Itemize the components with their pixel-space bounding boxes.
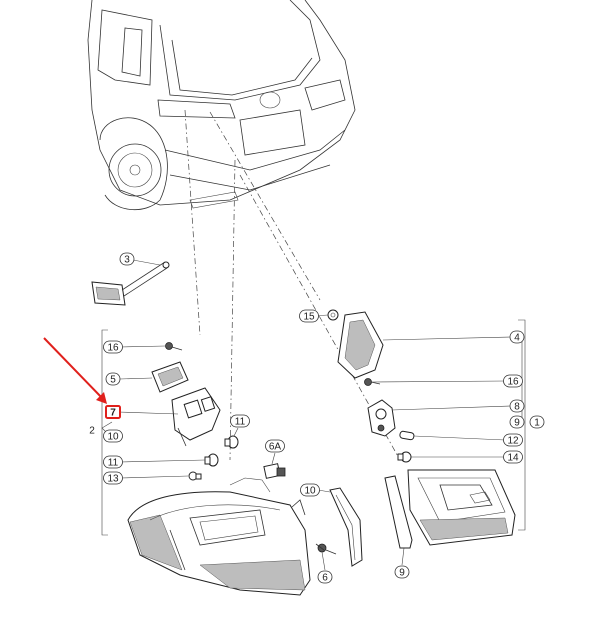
callout-12: 12 [503,433,523,447]
callout-9: 9 [394,565,410,579]
group-bracket-right [518,319,526,531]
tail-light-left-assembly [127,477,311,596]
callout-9: 9 [509,415,525,429]
vehicle-rear-illustration [87,0,356,211]
part-7-bulb-holder [171,387,221,447]
tail-light-right-assembly [407,469,516,546]
part-15-nut [327,309,339,321]
callout-box [394,565,410,579]
callout-box [509,415,525,429]
callout-15: 15 [299,309,319,323]
callout-text: 3 [124,255,130,266]
callout-box [503,450,523,464]
callout-text: 8 [514,402,520,413]
callout-box [105,372,121,386]
callout-10: 10 [300,483,320,497]
callout-box [299,309,319,323]
callout-box [105,405,121,419]
part-11-bulb-upper [224,435,239,449]
callout-text: 10 [304,486,316,497]
part-5-gasket [151,361,189,393]
callout-text: 4 [514,333,520,344]
part-11-bulb-lower [204,453,219,467]
callout-box [509,399,525,413]
callout-labels: 3 15 16 4 5 16 7 2 10 11 8 9 1 12 6A 11 14 13 10 6 9 [89,252,545,584]
callout-11: 11 [103,455,123,469]
callout-4: 4 [509,330,525,344]
callout-1: 1 [529,415,545,429]
callout-box [503,433,523,447]
callout-10: 10 [103,429,123,443]
part-10-lens-trim [329,487,363,567]
callout-text: 16 [107,343,119,354]
part-9-trim-strip [384,475,413,549]
part-4-gasket [337,311,384,379]
group-bracket-left [101,329,108,536]
callout-text: 16 [507,377,519,388]
callout-2: 2 [89,426,95,437]
callout-text: 9 [399,568,405,579]
callout-text: 9 [514,418,520,429]
callout-box [103,471,123,485]
callout-13: 13 [103,471,123,485]
callout-box [503,374,523,388]
callout-14: 14 [503,450,523,464]
callout-text: 7 [110,408,116,419]
part-3-bracket [91,261,170,306]
red-pointer-arrow [43,337,107,404]
callout-5: 5 [105,372,121,386]
callout-text: 14 [507,453,519,464]
callout-box [230,414,250,428]
callout-text: 6A [269,442,282,453]
callout-6: 6 [317,570,333,584]
part-8-bulb-holder [367,399,396,437]
callout-box [265,439,285,453]
part-12-bulb [399,430,415,441]
callout-text: 11 [235,417,246,428]
callout-16: 16 [103,340,123,354]
callout-6A: 6A [265,439,285,453]
part-16-bolt-right [364,378,381,386]
callout-text: 1 [534,418,540,429]
callout-box [300,483,320,497]
callout-box [529,415,545,429]
callout-box [119,252,135,266]
callout-text: 11 [108,458,119,469]
callout-8: 8 [509,399,525,413]
callout-16: 16 [503,374,523,388]
part-13-bulb [188,471,202,481]
part-14-bulb [397,451,412,463]
callout-box [103,429,123,443]
callout-text: 12 [507,436,519,447]
part-16-bolt [165,342,183,351]
callout-box [103,340,123,354]
callout-box [103,455,123,469]
leader-line [229,159,236,461]
part-6-screw [315,543,337,555]
callout-box [317,570,333,584]
callout-text: 5 [110,375,116,386]
callout-text: 6 [322,573,328,584]
callout-text: 15 [303,312,315,323]
callout-11: 11 [230,414,250,428]
part-6A-bulb-socket [263,463,286,479]
callout-box [509,330,525,344]
callout-3: 3 [119,252,135,266]
callout-7: 7 [105,405,121,419]
leader-line [209,111,321,301]
leader-line [184,109,201,336]
callout-text: 2 [89,426,95,437]
callout-text: 13 [107,474,119,485]
callout-text: 10 [107,432,119,443]
